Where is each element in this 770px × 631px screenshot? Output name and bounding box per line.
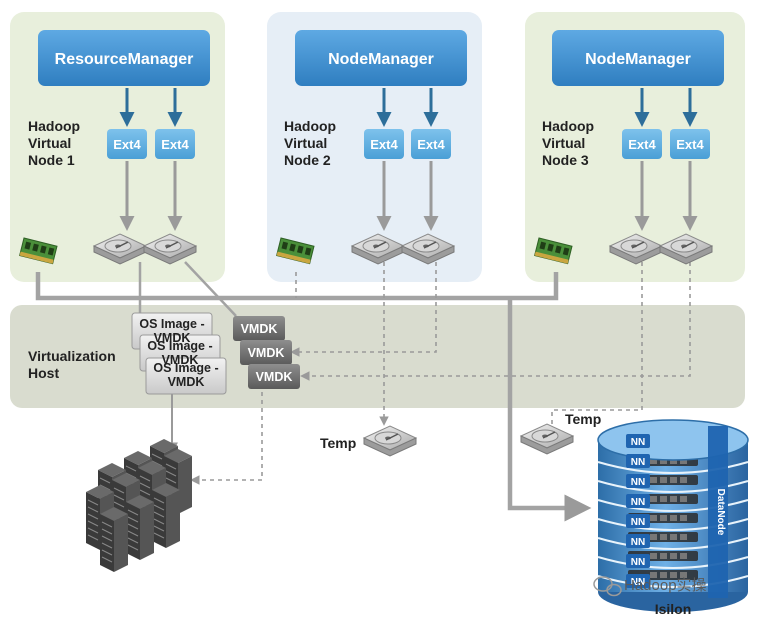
hard-disk-icon (658, 233, 714, 265)
ext4-label-2b: Ext4 (417, 137, 445, 152)
resource-manager-box (38, 30, 210, 86)
nn-label: NN (631, 437, 645, 448)
dashed-connectors (190, 262, 691, 485)
nn-label: NN (631, 477, 645, 488)
nn-badge (626, 514, 650, 528)
ram-module-icon-3 (534, 237, 573, 265)
os-image-label-2: OS Image -VMDK (147, 339, 212, 367)
node-manager-label-2: NodeManager (328, 51, 434, 68)
hard-disk-icon (608, 233, 664, 265)
datanode-label: DataNode (715, 489, 726, 536)
ext4-box-1a (107, 129, 147, 159)
hard-disk-icon (142, 233, 198, 265)
nn-label: NN (631, 497, 645, 508)
ram-module-icon-1 (19, 237, 58, 265)
ext4-label-3b: Ext4 (676, 137, 704, 152)
nn-label: NN (631, 557, 645, 568)
nn-badge (626, 554, 650, 568)
ext4-boxes (107, 129, 710, 159)
nn-badge (626, 454, 650, 468)
network-bus (35, 272, 592, 522)
ext4-to-disk-arrows (119, 161, 698, 231)
ram-module-icons (19, 237, 573, 265)
vmdk-box-3 (248, 364, 300, 389)
node-manager-box-2 (295, 30, 467, 86)
vmdk-boxes (233, 316, 300, 389)
manager-to-ext4-arrows (119, 88, 698, 127)
virtualization-host-panel (10, 305, 745, 408)
ext4-label-1a: Ext4 (113, 137, 141, 152)
ram-module-icon-2 (276, 237, 315, 265)
nn-label: NN (631, 537, 645, 548)
server-rack-cluster-icon (86, 439, 192, 572)
nn-label: NN (631, 457, 645, 468)
virtualization-host-label: Virtualization Host (28, 348, 116, 381)
ext4-box-2b (411, 129, 451, 159)
nn-badge (626, 494, 650, 508)
ext4-label-1b: Ext4 (161, 137, 189, 152)
node-label-3: Hadoop Virtual Node 3 (542, 118, 595, 168)
temp-label-1: Temp (320, 435, 356, 451)
node-manager-label-3: NodeManager (585, 51, 691, 68)
vmdk-box-2 (240, 340, 292, 365)
nn-badge (626, 574, 650, 588)
vmdk-label-3: VMDK (256, 370, 293, 384)
ext4-box-1b (155, 129, 195, 159)
vmdk-label-2: VMDK (248, 346, 285, 360)
node-label-2: Hadoop Virtual Node 2 (284, 118, 337, 168)
hard-disk-icon (350, 233, 406, 265)
os-image-label-3: OS Image -VMDK (153, 361, 218, 389)
isilon-label: Isilon (655, 601, 692, 617)
datanode-bar (708, 426, 728, 598)
ext4-label-3a: Ext4 (628, 137, 656, 152)
ext4-box-3a (622, 129, 662, 159)
isilon-storage-icon: DataNode NN NN NN NN NN NN NN NN (597, 419, 749, 612)
vmdk-label-1: VMDK (241, 322, 278, 336)
hard-disk-icon (519, 423, 575, 455)
vmdk-box-1 (233, 316, 285, 341)
node-label-1: Hadoop Virtual Node 1 (28, 118, 81, 168)
server-rack-icon (100, 507, 128, 572)
hard-disk-icon (400, 233, 456, 265)
watermark-text: Hadoop实操 (624, 577, 707, 594)
nn-label: NN (631, 577, 645, 588)
os-image-box-3 (145, 357, 227, 395)
hard-disk-icon (92, 233, 148, 265)
ext4-box-2a (364, 129, 404, 159)
server-rack-icon (152, 483, 180, 548)
nn-badge (626, 474, 650, 488)
hard-disk-icon (362, 425, 418, 457)
disk-to-vmdk-lines (138, 261, 237, 318)
hard-disk-icons (92, 233, 714, 457)
ext4-label-2a: Ext4 (370, 137, 398, 152)
os-image-boxes (131, 312, 227, 395)
nn-badge (626, 434, 650, 448)
nn-label: NN (631, 517, 645, 528)
nn-badge (626, 534, 650, 548)
resource-manager-label: ResourceManager (55, 51, 194, 68)
os-image-label-1: OS Image -VMDK (139, 317, 204, 345)
node-manager-box-3 (552, 30, 724, 86)
wechat-icon (593, 576, 622, 597)
ext4-box-3b (670, 129, 710, 159)
temp-label-2: Temp (565, 411, 601, 427)
server-rack-icon (126, 495, 154, 560)
